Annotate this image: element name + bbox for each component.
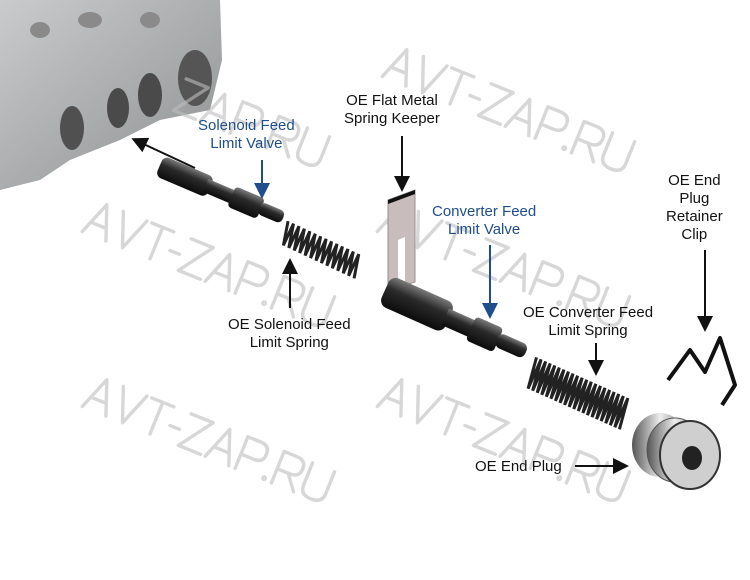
solenoid-feed-valve-label: Solenoid Feed Limit Valve (198, 117, 295, 153)
flat-metal-keeper-label: OE Flat Metal Spring Keeper (344, 92, 440, 128)
flat-metal-spring-keeper (387, 189, 416, 291)
label-line: Retainer (666, 208, 723, 225)
label-line: OE End (668, 172, 721, 189)
label-line: Clip (681, 226, 708, 243)
solenoid-feed-limit-valve (157, 157, 285, 223)
label-line: Limit Spring (548, 322, 628, 339)
converter-feed-limit-valve (381, 277, 528, 358)
label-line: Limit Valve (210, 135, 283, 152)
watermark-logo (82, 375, 334, 503)
label-line: OE Solenoid Feed (228, 316, 351, 333)
callout-arrows (131, 136, 713, 474)
label-line: Plug (679, 190, 710, 207)
end-plug-clip-label: OE End Plug Retainer Clip (666, 172, 723, 244)
label-line: Spring Keeper (344, 110, 440, 127)
solenoid-feed-spring-label: OE Solenoid Feed Limit Spring (228, 316, 351, 352)
label-line: OE Flat Metal (346, 92, 438, 109)
converter-feed-limit-spring (526, 356, 630, 430)
end-plug-retainer-clip (666, 336, 737, 407)
label-line: OE Converter Feed (523, 304, 654, 321)
label-line: Limit Valve (447, 221, 521, 238)
watermark-logo (82, 200, 334, 328)
label-line: Converter Feed (432, 203, 537, 220)
label-line: Solenoid Feed (198, 117, 295, 134)
converter-feed-spring-label: OE Converter Feed Limit Spring (523, 304, 653, 340)
solenoid-feed-limit-spring (281, 220, 361, 279)
converter-feed-valve-label: Converter Feed Limit Valve (432, 203, 536, 239)
label-line: Limit Spring (249, 334, 329, 351)
valve-body-casting (0, 0, 222, 190)
end-plug-label: OE End Plug (475, 458, 562, 475)
end-plug (632, 413, 721, 490)
